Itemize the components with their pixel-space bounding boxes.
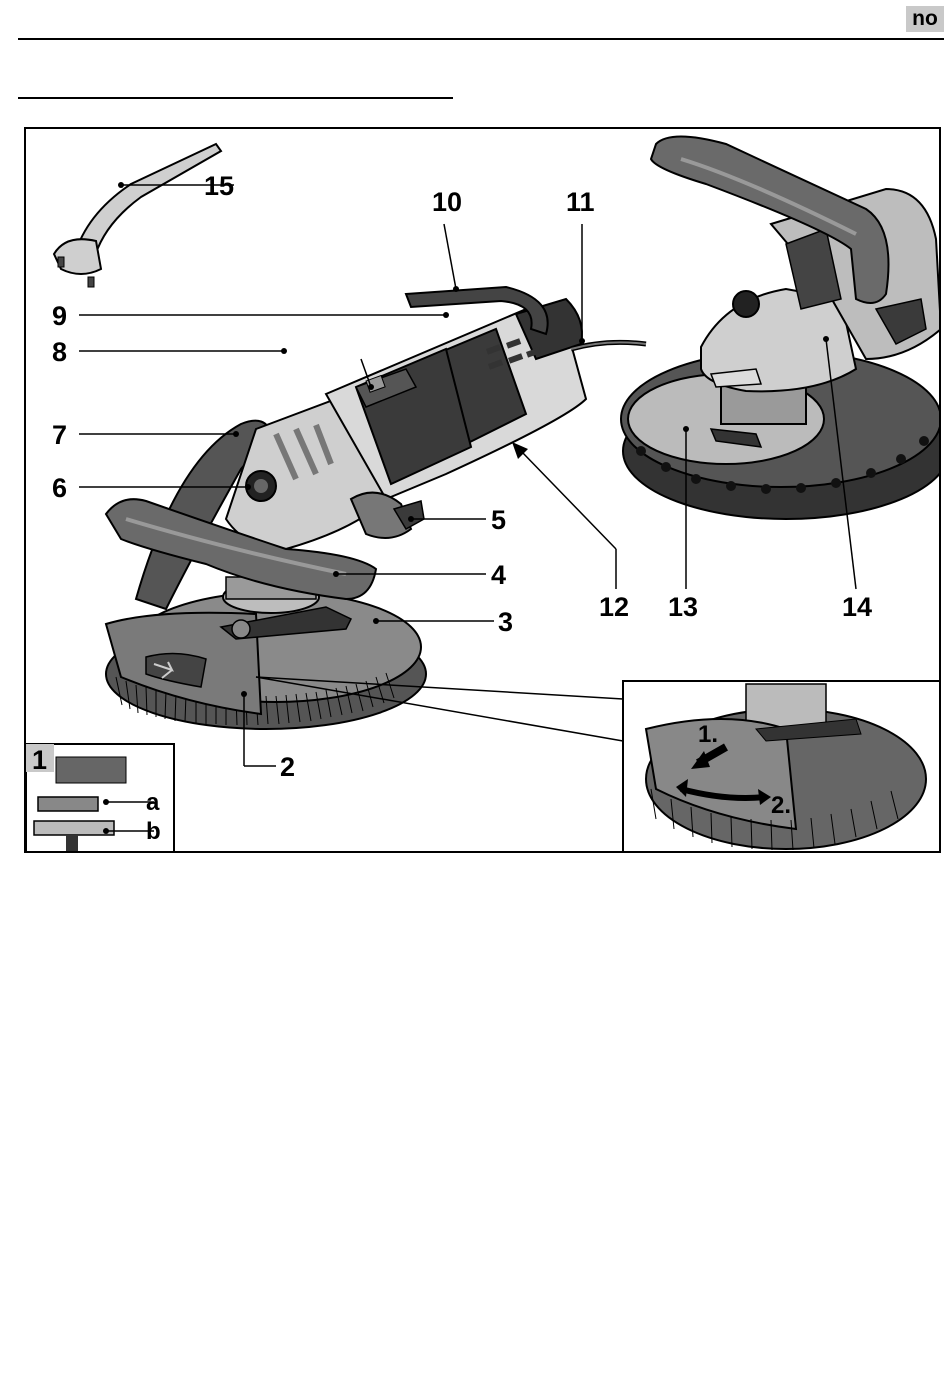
- inset-label-b: b: [146, 818, 161, 845]
- inset-hood-detail: [623, 681, 941, 853]
- wrench: [54, 144, 221, 287]
- label-2: 2: [280, 752, 295, 782]
- tool-illustration: 15 10 11 9 8 7 6 5 4 3 2 12 13 14 1 a b …: [24, 127, 941, 853]
- label-9: 9: [52, 301, 67, 331]
- label-5: 5: [491, 505, 506, 535]
- label-12: 12: [599, 592, 629, 622]
- label-11: 11: [566, 187, 595, 217]
- step-1-label: 1.: [698, 721, 718, 748]
- section-rule: [18, 97, 453, 99]
- label-7: 7: [52, 420, 67, 450]
- label-15: 15: [204, 171, 234, 201]
- label-14: 14: [842, 592, 872, 622]
- label-10: 10: [432, 187, 462, 217]
- label-3: 3: [498, 607, 513, 637]
- grinder-secondary: [621, 137, 941, 520]
- inset-label-a: a: [146, 789, 160, 816]
- label-6: 6: [52, 473, 67, 503]
- step-2-label: 2.: [771, 792, 791, 819]
- illustration-svg: 15 10 11 9 8 7 6 5 4 3 2 12 13 14 1 a b …: [26, 129, 941, 853]
- header-rule: [18, 38, 944, 40]
- label-13: 13: [668, 592, 698, 622]
- language-badge: no: [906, 6, 944, 32]
- label-4: 4: [491, 560, 506, 590]
- label-8: 8: [52, 337, 67, 367]
- inset-number-1: 1: [32, 745, 47, 775]
- grinder-main: [106, 287, 646, 729]
